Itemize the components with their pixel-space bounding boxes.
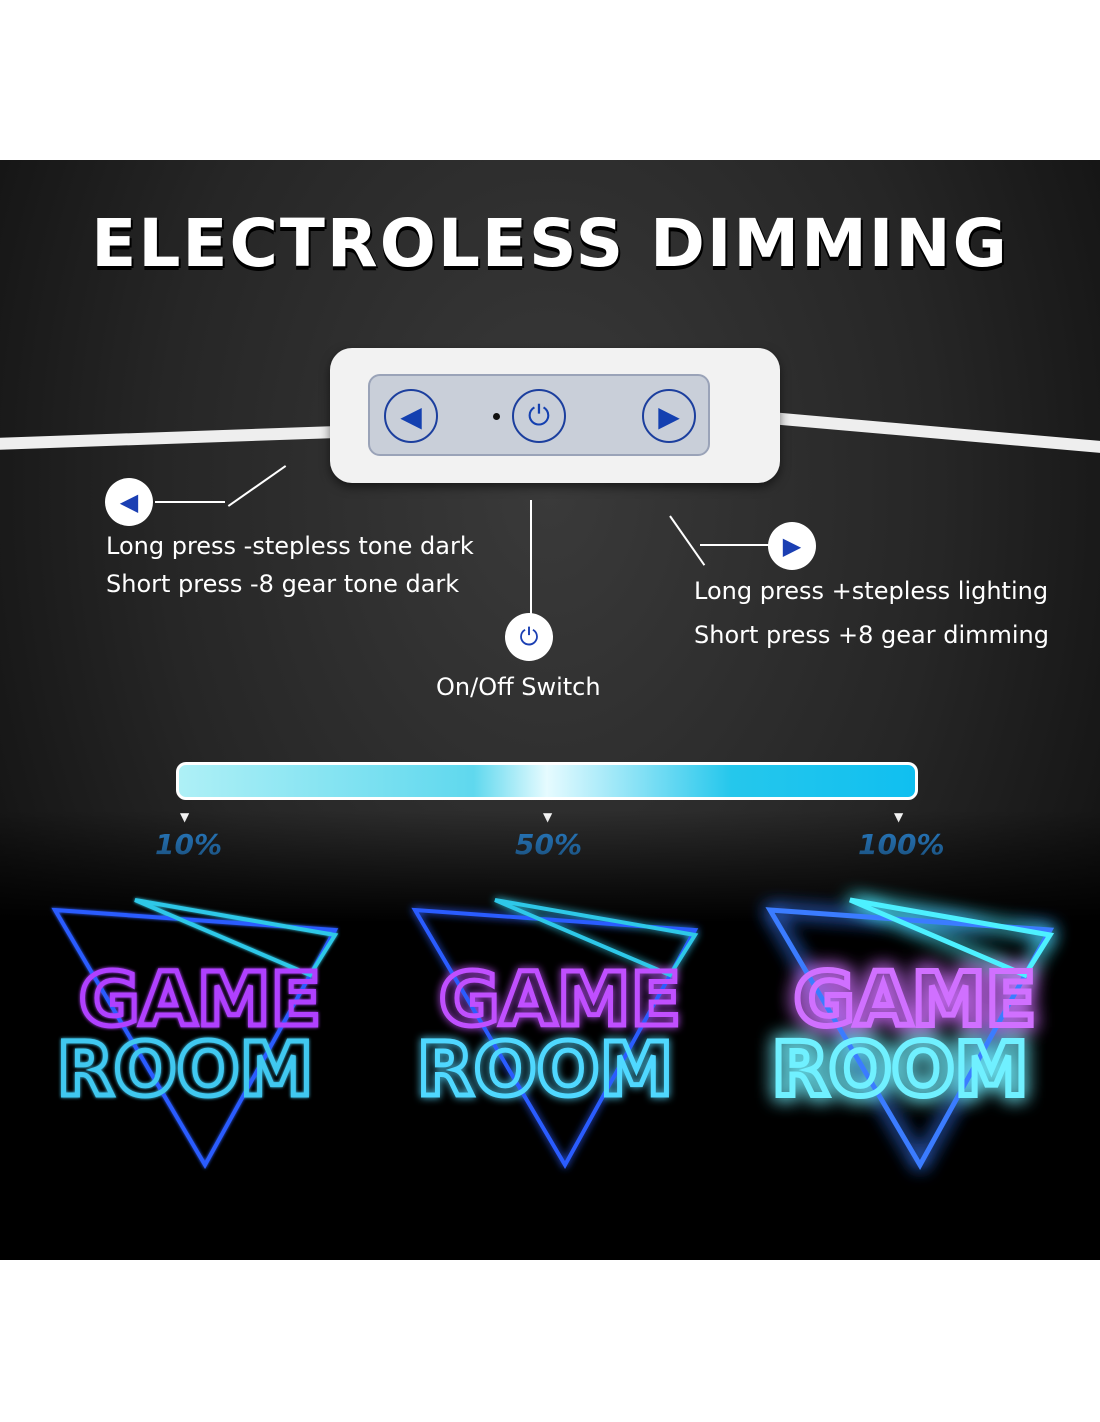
dim-down-button[interactable]: ◀ <box>384 389 438 443</box>
pointer-line <box>155 501 225 503</box>
sign-line2: ROOM <box>417 1027 673 1113</box>
headline: ELECTROLESS DIMMING <box>91 205 1009 282</box>
dimmer-controller: ◀ ⏻ ▶ <box>330 348 780 483</box>
level-50: 50% <box>515 828 583 861</box>
product-panel: ELECTROLESS DIMMING ◀ ⏻ ▶ ◀ Long press -… <box>0 160 1100 1260</box>
power-icon: ⏻ <box>505 613 553 661</box>
left-callout-line1: Long press -stepless tone dark <box>106 532 474 560</box>
power-button[interactable]: ⏻ <box>512 389 566 443</box>
pointer-line <box>700 544 770 546</box>
level-100: 100% <box>858 828 945 861</box>
triangle-left-icon: ◀ <box>105 478 153 526</box>
right-callout-line2: Short press +8 gear dimming <box>694 621 1049 649</box>
left-callout-line2: Short press -8 gear tone dark <box>106 570 460 598</box>
neon-sign-50: GAME ROOM <box>411 898 699 1170</box>
button-plate: ◀ ⏻ ▶ <box>368 374 710 456</box>
sign-line1: GAME <box>794 957 1036 1043</box>
sign-line1: GAME <box>439 957 681 1043</box>
tick-marker: ▼ <box>180 810 190 824</box>
brightness-bar <box>176 762 918 800</box>
triangle-left-icon: ◀ <box>400 399 422 433</box>
neon-sign-10: GAME ROOM <box>51 898 339 1170</box>
triangle-right-icon: ▶ <box>658 399 680 433</box>
tick-marker: ▼ <box>894 810 904 824</box>
triangle-right-icon: ▶ <box>768 522 816 570</box>
power-icon: ⏻ <box>527 399 551 432</box>
sign-line2: ROOM <box>57 1027 313 1113</box>
right-callout-line1: Long press +stepless lighting <box>694 577 1049 605</box>
neon-sign-100: GAME ROOM <box>765 897 1055 1171</box>
level-10: 10% <box>155 828 223 861</box>
pointer-line <box>530 500 532 615</box>
center-callout-label: On/Off Switch <box>436 673 601 701</box>
sign-line2: ROOM <box>772 1027 1028 1113</box>
sign-line1: GAME <box>79 957 321 1043</box>
indicator-dot <box>493 413 500 420</box>
dim-up-button[interactable]: ▶ <box>642 389 696 443</box>
tick-marker: ▼ <box>543 810 553 824</box>
